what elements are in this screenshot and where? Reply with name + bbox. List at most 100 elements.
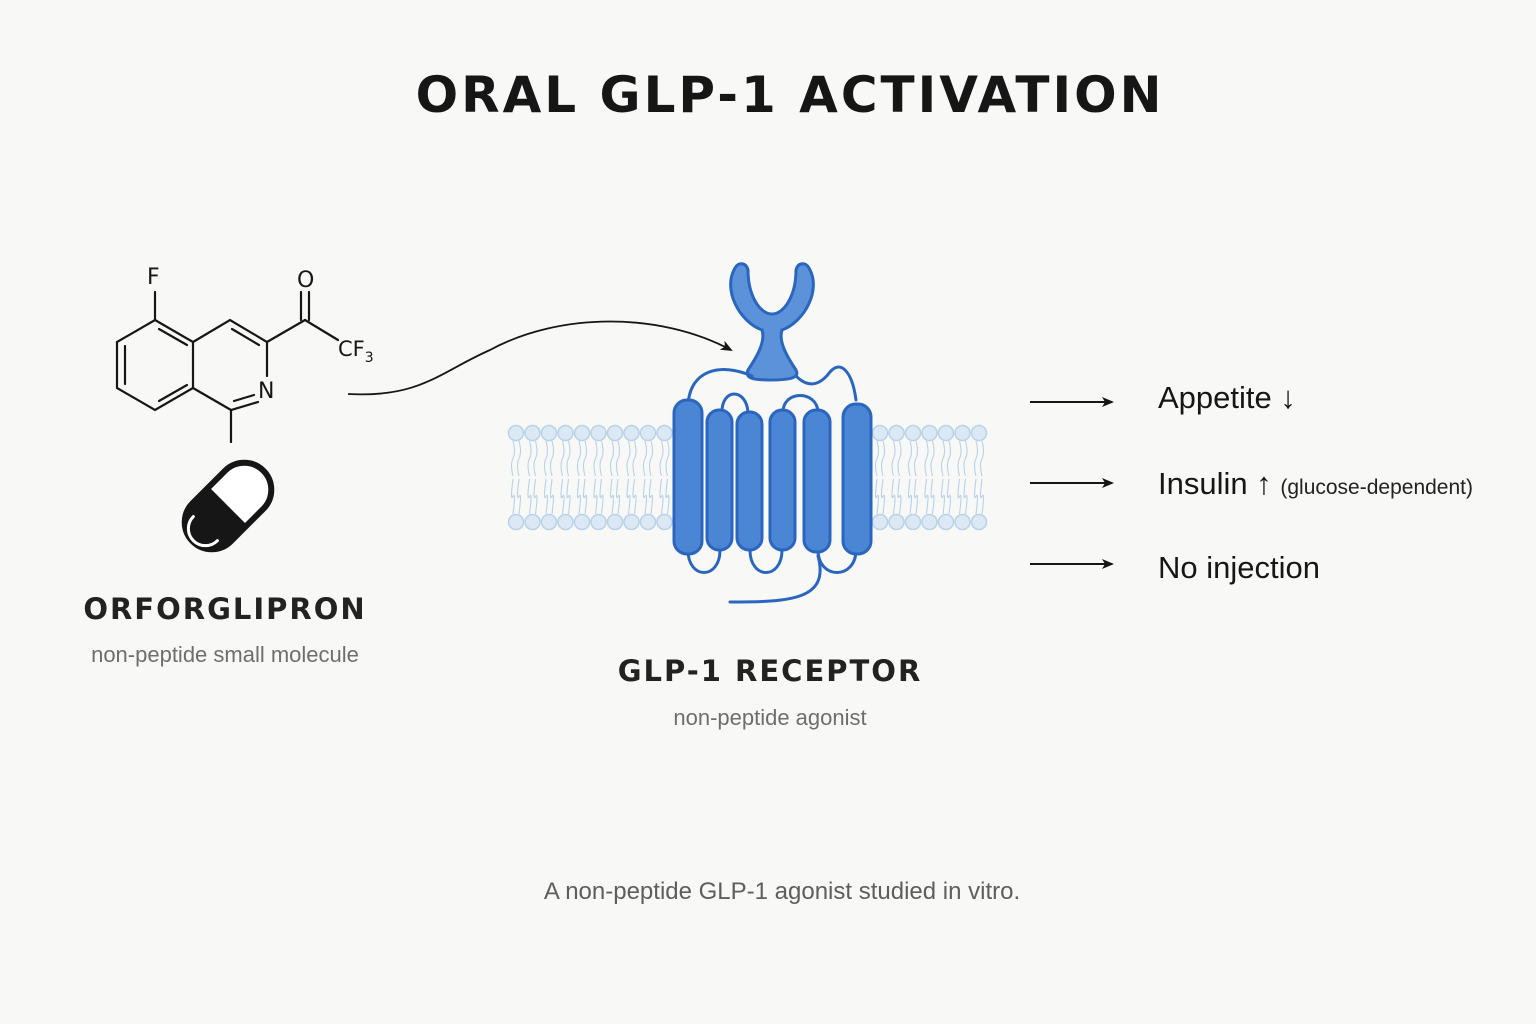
lipid-tail — [609, 440, 615, 477]
lipid-head — [921, 513, 938, 531]
effect-label: Insulin ↑ — [1158, 466, 1272, 501]
lipid-tail — [560, 440, 565, 477]
lipid-tail — [913, 440, 919, 477]
lipid-tail — [626, 440, 631, 477]
page-title: ORAL GLP-1 ACTIVATION — [415, 66, 1165, 124]
lipid-head — [573, 424, 591, 442]
lipid-tail — [907, 440, 913, 477]
lipid-tail — [609, 478, 615, 515]
lipid-tail — [659, 478, 664, 515]
lipid-head — [871, 513, 889, 531]
lipid-tail — [632, 478, 637, 515]
lipid-tail — [880, 440, 886, 477]
lipid-tail — [593, 478, 598, 515]
lipid-tail — [973, 440, 979, 477]
lipid-tail — [510, 478, 516, 515]
lipid-tail — [593, 440, 598, 477]
lipid-head — [937, 513, 955, 531]
lipid-head — [888, 424, 905, 442]
lipid-tail — [632, 440, 637, 477]
lipid-tail — [533, 440, 538, 477]
lipid-head — [606, 424, 624, 442]
lipid-tail — [615, 478, 621, 515]
lipid-tail — [963, 440, 968, 477]
lipid-head — [904, 513, 922, 531]
lipid-head — [507, 513, 525, 531]
effect-no-injection: No injection — [1158, 550, 1320, 586]
lipid-tail — [576, 478, 582, 515]
lipid-tail — [880, 478, 886, 515]
lipid-tail — [642, 440, 648, 477]
lipid-tail — [648, 440, 654, 477]
lipid-tail — [549, 478, 555, 515]
lipid-head — [590, 424, 607, 442]
lipid-tail — [946, 478, 952, 515]
lipid-tail — [665, 440, 670, 477]
lipid-head — [524, 424, 541, 442]
lipid-tail — [957, 478, 962, 515]
effect-note: (glucose-dependent) — [1280, 476, 1473, 499]
lipid-head — [540, 424, 558, 442]
pill-capsule-icon — [181, 459, 275, 553]
lipid-tail — [940, 478, 946, 515]
lipid-tail — [897, 440, 902, 477]
lipid-head — [871, 424, 889, 442]
lipid-head — [954, 424, 971, 442]
effect-appetite: Appetite ↓ — [1158, 380, 1296, 416]
footer-caption: A non-peptide GLP-1 agonist studied in v… — [543, 878, 1021, 905]
lipid-tail — [543, 478, 549, 515]
lipid-head — [623, 513, 640, 531]
lipid-tail — [930, 440, 935, 477]
lipid-head — [921, 424, 938, 442]
lipid-tail — [973, 478, 979, 515]
lipid-tail — [907, 478, 913, 515]
lipid-tail — [533, 478, 538, 515]
lipid-tail — [924, 440, 929, 477]
lipid-head — [656, 513, 673, 531]
lipid-tail — [940, 440, 946, 477]
lipid-tail — [924, 478, 929, 515]
lipid-tail — [891, 440, 896, 477]
drug-subtitle: non-peptide small molecule — [91, 642, 359, 667]
lipid-tail — [527, 478, 532, 515]
lipid-tail — [930, 478, 935, 515]
lipid-tail — [615, 440, 621, 477]
lipid-tail — [874, 478, 880, 515]
lipid-tail — [665, 478, 670, 515]
lipid-tail — [648, 478, 654, 515]
lipid-tail — [626, 478, 631, 515]
lipid-head — [970, 424, 988, 442]
lipid-tail — [979, 440, 985, 477]
lipid-tail — [599, 478, 604, 515]
lipid-head — [557, 513, 574, 531]
lipid-tail — [599, 440, 604, 477]
lipid-head — [606, 513, 624, 531]
lipid-head — [970, 513, 988, 531]
lipid-tail — [979, 478, 985, 515]
lipid-tail — [963, 478, 968, 515]
lipid-tail — [874, 440, 880, 477]
lipid-tail — [510, 440, 516, 477]
effect-insulin: Insulin ↑ (glucose-dependent) — [1158, 466, 1473, 502]
lipid-tail — [897, 478, 902, 515]
receptor-subtitle: non-peptide agonist — [673, 705, 867, 730]
cf3-group-label: CF3 — [338, 337, 374, 366]
lipid-tail — [957, 440, 962, 477]
lipid-tail — [516, 440, 522, 477]
lipid-tail — [946, 440, 952, 477]
molecule-structure — [115, 290, 340, 444]
lipid-head — [540, 513, 558, 531]
lipid-head — [888, 513, 905, 531]
gpcr-receptor-icon — [672, 262, 873, 604]
lipid-tail — [543, 440, 549, 477]
lipid-tail — [913, 478, 919, 515]
effect-label: Appetite ↓ — [1158, 380, 1296, 415]
drug-name: ORFORGLIPRON — [83, 592, 367, 626]
lipid-tail — [566, 478, 571, 515]
oxygen-atom-label: O — [297, 268, 314, 293]
lipid-head — [590, 513, 607, 531]
nitrogen-atom-label: N — [258, 379, 274, 404]
effect-label: No injection — [1158, 550, 1320, 585]
lipid-head — [623, 424, 640, 442]
lipid-tail — [560, 478, 565, 515]
